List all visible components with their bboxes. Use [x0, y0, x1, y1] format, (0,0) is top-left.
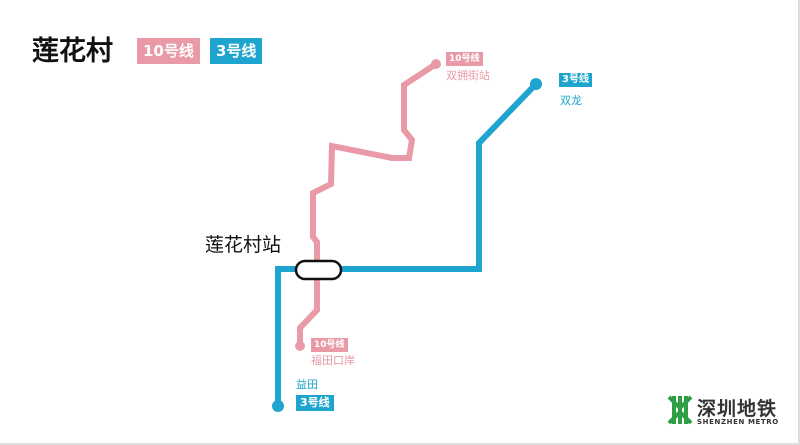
page-title: 莲花村 [32, 36, 113, 67]
line-3-terminus-dot [272, 400, 284, 412]
station-name: 莲花村站 [205, 234, 282, 256]
interchange-station-marker[interactable] [294, 259, 343, 281]
line-10-terminus-dot [295, 341, 305, 351]
line-3-path [275, 81, 539, 405]
line-10-path [297, 61, 438, 345]
terminus-line-badge: 3号线 [559, 73, 592, 87]
terminus-name: 福田口岸 [311, 354, 355, 367]
terminus-line-badge: 3号线 [296, 395, 334, 411]
shenzhen-metro-logo-icon [667, 395, 693, 425]
line-3-terminus-dot [530, 78, 542, 90]
logo-chinese: 深圳地铁 [697, 398, 778, 420]
terminus-line-badge: 10号线 [311, 338, 348, 352]
legend-line-3: 3号线 [210, 38, 263, 64]
logo-english: SHENZHEN METRO [697, 418, 779, 426]
legend-line-10: 10号线 [137, 38, 200, 64]
line-10-terminus-dot [431, 59, 441, 69]
terminus-name: 双龙 [560, 94, 582, 107]
terminus-name: 益田 [296, 378, 318, 391]
terminus-line-badge: 10号线 [446, 52, 483, 66]
terminus-name: 双拥街站 [446, 69, 490, 82]
